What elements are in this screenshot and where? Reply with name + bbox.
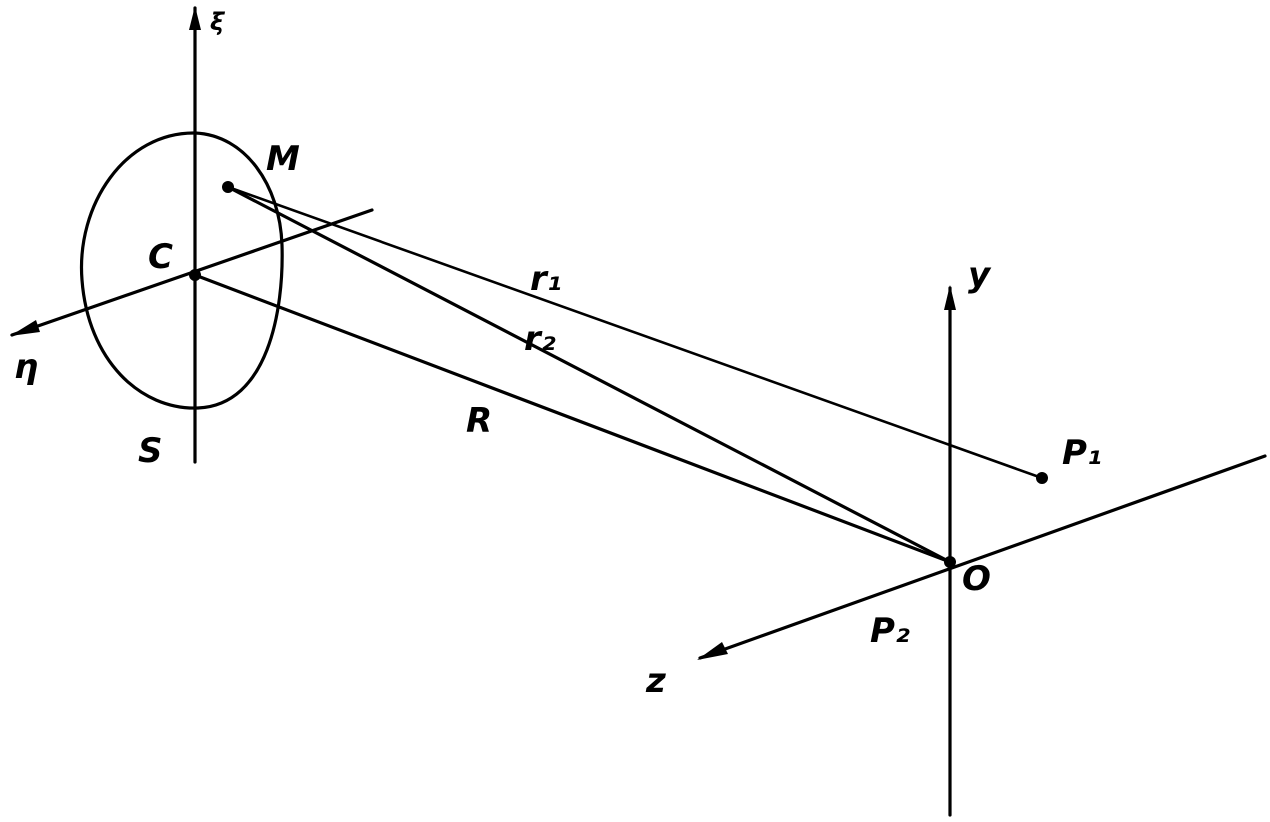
ray-r-big: [193, 273, 952, 564]
label-r-big: R: [466, 401, 492, 441]
label-m: M: [266, 139, 300, 179]
label-eta: η: [14, 347, 38, 387]
z-axis-arrow: [697, 642, 728, 660]
label-z: z: [645, 661, 666, 701]
label-c: C: [148, 237, 173, 277]
label-s: S: [138, 431, 163, 471]
ray-r2: [226, 185, 952, 564]
label-zeta: ξ: [210, 8, 226, 36]
point-p1: [1036, 472, 1048, 484]
label-r1: r₁: [530, 259, 562, 299]
y-axis-arrow: [944, 285, 956, 310]
source-contour: [79, 131, 284, 410]
z-axis: [698, 454, 1267, 660]
eta-axis-arrow: [10, 320, 40, 336]
ray-r1: [226, 185, 1044, 480]
label-y: y: [968, 255, 992, 295]
label-r2: r₂: [524, 319, 556, 359]
label-p2: P₂: [870, 611, 910, 651]
origin-point-o: [944, 556, 956, 568]
zeta-axis-arrow: [189, 6, 201, 30]
label-o: O: [962, 559, 991, 599]
label-p1: P₁: [1062, 433, 1102, 473]
